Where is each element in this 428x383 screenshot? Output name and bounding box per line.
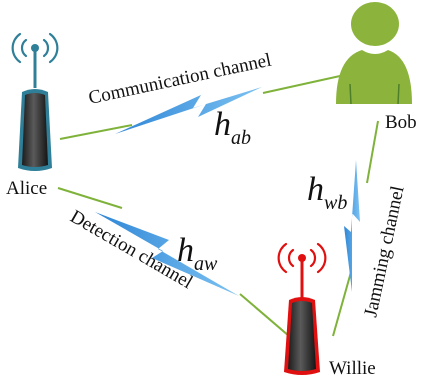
willie-label: Willie <box>329 358 376 379</box>
communication-channel-label: Communication channel <box>87 50 274 109</box>
link-bob-willie-top <box>366 120 379 184</box>
willie-antenna-icon <box>277 242 327 375</box>
link-lines <box>57 75 379 343</box>
bob-label: Bob <box>385 112 417 133</box>
lightning-bolt-icon <box>95 87 360 296</box>
link-alice-willie-top <box>57 187 123 209</box>
gain-ab-label: hab <box>214 106 251 149</box>
alice-label: Alice <box>6 178 47 199</box>
bolt-detection <box>95 212 239 296</box>
bolt-jamming <box>344 160 360 292</box>
link-alice-bob-left <box>59 124 133 140</box>
jamming-channel-label: Jamming channel <box>360 184 408 319</box>
gain-aw-label: haw <box>177 232 218 275</box>
link-bob-willie-bottom <box>332 271 352 337</box>
gain-wb-label: hwb <box>307 171 347 214</box>
link-alice-bob-right <box>262 75 341 94</box>
alice-antenna-icon <box>11 32 59 171</box>
bolt-communication <box>115 87 262 134</box>
bob-person-icon <box>336 2 412 105</box>
